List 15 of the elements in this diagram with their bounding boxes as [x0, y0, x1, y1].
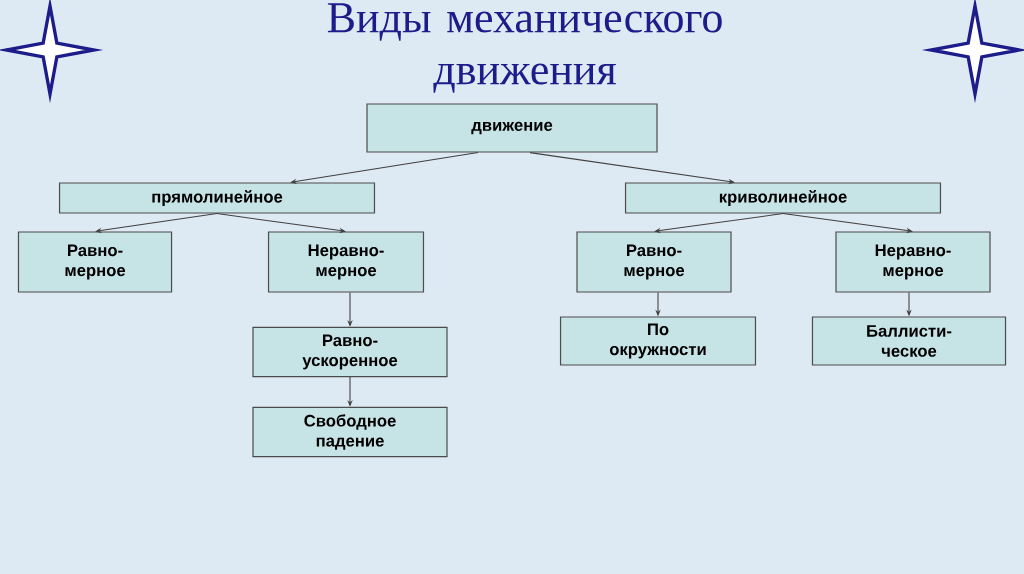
- box: криволинейное: [624, 182, 942, 214]
- box: Равно- ускоренное: [252, 326, 448, 378]
- title: Виды механического движения: [327, 3, 722, 93]
- box: прямолинейное: [58, 182, 376, 214]
- box: Свободное падение: [252, 406, 448, 458]
- box: По окружности: [559, 316, 757, 366]
- box: Равно- мерное: [17, 231, 173, 293]
- box: Неравно- мерное: [835, 231, 991, 293]
- box: Равно- мерное: [576, 231, 732, 293]
- box: движение: [366, 103, 658, 153]
- box: Баллисти- ческое: [811, 316, 1007, 366]
- arrow: [290, 152, 479, 185]
- box: Неравно- мерное: [267, 231, 425, 293]
- arrow: [95, 213, 218, 234]
- arrow: [654, 213, 784, 234]
